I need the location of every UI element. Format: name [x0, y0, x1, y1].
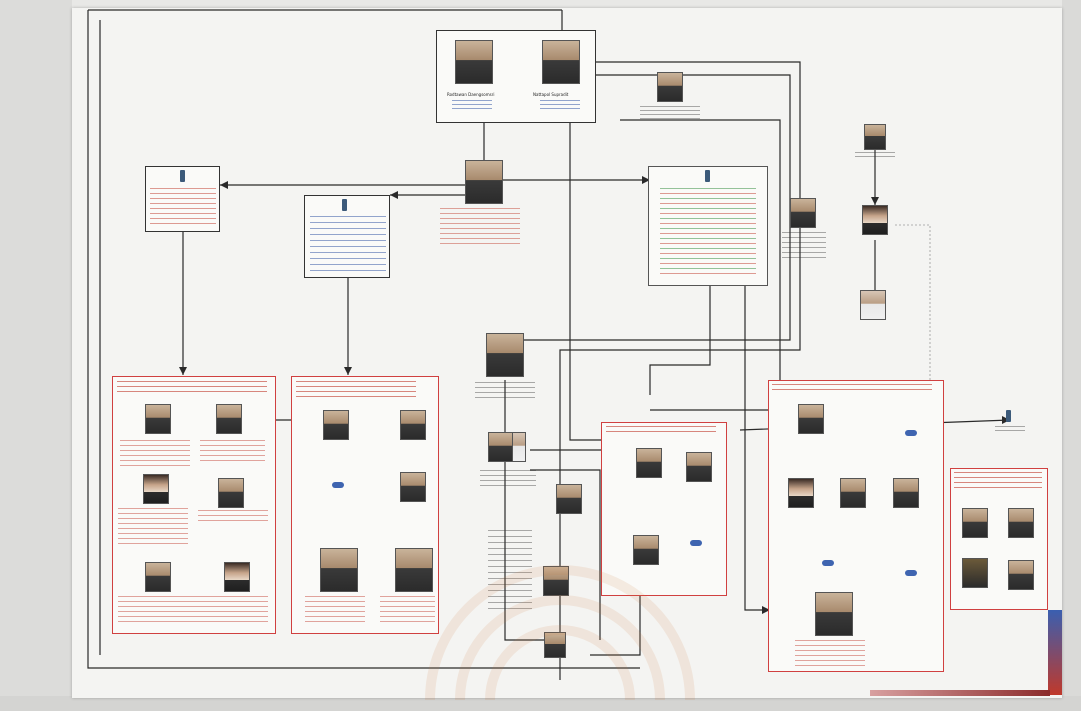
person-photo-icon [815, 592, 853, 636]
person-photo-icon [633, 535, 659, 565]
caption-placeholder [296, 381, 416, 401]
person-photo-icon [512, 432, 526, 462]
poster-bottom-accent [870, 690, 1050, 696]
caption-placeholder [475, 382, 535, 402]
caption-placeholder [795, 640, 865, 666]
person-photo-icon [544, 632, 566, 658]
person-photo-icon [400, 410, 426, 440]
background-wall-bottom [0, 696, 1081, 711]
person-photo-icon [1008, 508, 1034, 538]
caption-placeholder [118, 508, 188, 544]
car-icon [905, 430, 917, 436]
caption-placeholder [995, 426, 1025, 434]
caption-placeholder [640, 106, 700, 120]
caption-placeholder [954, 472, 1042, 492]
caption-placeholder [855, 152, 895, 160]
caption-placeholder [198, 510, 268, 522]
top-person-2-caption: Nattapol Supradit [533, 92, 569, 97]
caption-placeholder [606, 426, 716, 436]
mobile-phone-icon [1006, 410, 1011, 422]
person-photo-icon [218, 478, 244, 508]
person-photo-icon [143, 474, 169, 504]
background-wall-left [0, 0, 72, 711]
person-photo-icon [455, 40, 493, 84]
person-photo-icon [686, 452, 712, 482]
person-photo-icon [224, 562, 250, 592]
caption-placeholder [150, 188, 216, 226]
caption-placeholder [452, 100, 492, 112]
person-photo-icon [788, 478, 814, 508]
caption-placeholder [305, 596, 365, 622]
caption-placeholder [200, 440, 265, 462]
caption-placeholder [310, 216, 386, 272]
person-photo-icon [543, 566, 569, 596]
group-4-box [768, 380, 944, 672]
car-icon [332, 482, 344, 488]
caption-placeholder [118, 596, 268, 622]
caption-placeholder [772, 384, 932, 394]
car-icon [905, 570, 917, 576]
car-icon [822, 560, 834, 566]
person-photo-icon [862, 205, 888, 235]
person-photo-icon [323, 410, 349, 440]
group-3-box [601, 422, 727, 596]
person-photo-icon [962, 508, 988, 538]
person-photo-icon [486, 333, 524, 377]
person-photo-icon [542, 40, 580, 84]
caption-placeholder [117, 381, 267, 395]
person-photo-icon [145, 404, 171, 434]
person-photo-icon [395, 548, 433, 592]
caption-placeholder [782, 232, 826, 262]
poster-corner-accent [1048, 610, 1062, 695]
car-icon [690, 540, 702, 546]
caption-placeholder [488, 530, 532, 610]
mobile-phone-icon [342, 199, 347, 211]
person-photo-icon [1008, 560, 1034, 590]
caption-placeholder [540, 100, 580, 112]
caption-placeholder [440, 208, 520, 248]
mobile-phone-icon [180, 170, 185, 182]
person-photo-icon [400, 472, 426, 502]
caption-placeholder [660, 188, 756, 278]
background-wall-right [1062, 0, 1081, 711]
person-photo-icon [636, 448, 662, 478]
person-photo-icon [657, 72, 683, 102]
person-photo-icon [790, 198, 816, 228]
person-photo-icon [465, 160, 503, 204]
caption-placeholder [120, 440, 190, 468]
mobile-phone-icon [705, 170, 710, 182]
person-photo-icon [860, 290, 886, 320]
person-photo-icon [962, 558, 988, 588]
person-photo-icon [556, 484, 582, 514]
person-photo-icon [840, 478, 866, 508]
caption-placeholder [380, 596, 435, 622]
person-photo-icon [145, 562, 171, 592]
person-photo-icon [893, 478, 919, 508]
top-person-1-caption: Rodtawan Daengsomsri [447, 92, 495, 97]
person-photo-icon [320, 548, 358, 592]
caption-placeholder [480, 470, 536, 488]
person-photo-icon [216, 404, 242, 434]
person-photo-icon [864, 124, 886, 150]
person-photo-icon [798, 404, 824, 434]
